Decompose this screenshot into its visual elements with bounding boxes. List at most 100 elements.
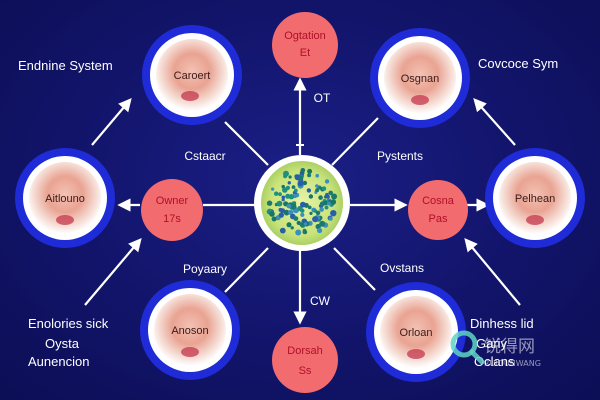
label-pystents: Pystents xyxy=(377,149,423,163)
cell-dot xyxy=(330,199,337,205)
cell-dot xyxy=(285,193,291,199)
cell-dot xyxy=(307,205,312,210)
cell-dot xyxy=(271,216,277,222)
cell-dot xyxy=(285,185,290,190)
circle-right: Pelhean xyxy=(485,148,585,248)
cell-dot xyxy=(328,190,334,196)
cell-cluster-icon xyxy=(266,168,338,236)
pill-bottom: Dorsah Ss xyxy=(272,327,338,393)
cell-dot xyxy=(327,201,331,206)
cell-dot xyxy=(293,188,298,193)
cell-dot xyxy=(278,212,284,218)
cell-dot xyxy=(308,194,314,199)
arrow-to-endocrine xyxy=(91,97,132,146)
cell-dot xyxy=(330,210,337,217)
cell-dot xyxy=(325,192,329,197)
cell-dot xyxy=(274,191,279,196)
label-coovcoce-system: Covcoce Sym xyxy=(478,56,558,71)
circle-bottom-right: Orloan xyxy=(366,282,466,382)
label-cw: CW xyxy=(310,294,331,308)
cell-dot xyxy=(271,187,275,191)
pill-left-line1: Owner xyxy=(156,195,189,207)
cell-dot xyxy=(279,227,286,234)
label-bottom-right-2: Gariy xyxy=(476,336,508,351)
label-bottom-right-1: Dinhess lid xyxy=(470,316,534,331)
pill-top-line1: Ogtation xyxy=(284,30,326,42)
cell-dot xyxy=(312,216,319,223)
watermark: 锐得网 RUIDUNWANG xyxy=(450,330,541,368)
cell-dot xyxy=(315,210,321,216)
label-poyaary: Poyaary xyxy=(183,262,227,276)
cell-dot xyxy=(323,200,329,206)
cell-dot xyxy=(269,211,275,217)
cell-dot xyxy=(315,188,320,193)
cell-dot xyxy=(286,203,292,209)
cell-dot xyxy=(280,208,286,214)
pill-right-line2: Pas xyxy=(429,213,448,225)
circle-left-label: Aitlouno xyxy=(45,193,85,205)
label-ovstans: Ovstans xyxy=(380,261,424,275)
label-endocrine-system: Endnine System xyxy=(18,58,113,73)
connector-bottom-right xyxy=(333,247,376,291)
cell-dot xyxy=(315,173,320,178)
cell-dot xyxy=(324,179,330,184)
arrow-to-bottom-left-label xyxy=(84,237,142,306)
pill-bottom-line2: Ss xyxy=(299,365,312,377)
cell-dot xyxy=(288,194,295,200)
cell-dot xyxy=(328,216,333,221)
arrow-to-coovcoce xyxy=(473,98,516,146)
cell-dot xyxy=(324,205,329,210)
outer-arrows xyxy=(84,97,521,306)
pill-top: Ogtation Et xyxy=(272,12,338,78)
cell-dot xyxy=(291,185,296,190)
circle-bottom-left: Anoson xyxy=(140,280,240,380)
cell-dot xyxy=(295,229,302,236)
pill-bottom-line1: Dorsah xyxy=(287,345,322,357)
cell-dot xyxy=(281,184,285,189)
circle-left: Aitlouno xyxy=(15,148,115,248)
circle-top-left-label: Caroert xyxy=(174,70,211,82)
pill-left-line2: 17s xyxy=(163,213,181,225)
pill-left: Owner 17s xyxy=(141,179,203,241)
cell-dot xyxy=(286,222,292,228)
cell-dot xyxy=(281,195,286,200)
label-bottom-left-3: Aunencion xyxy=(28,354,89,369)
label-cstaacr: Cstaacr xyxy=(184,149,225,163)
cell-dot xyxy=(298,175,304,181)
cell-dot xyxy=(293,216,299,222)
cell-dot xyxy=(307,168,313,174)
cell-dot xyxy=(296,220,301,225)
center-node xyxy=(254,155,350,251)
cell-dot xyxy=(321,186,327,191)
connector-top-left xyxy=(224,121,269,166)
cell-dot xyxy=(317,227,323,234)
cell-dot xyxy=(297,206,301,210)
cell-dot xyxy=(290,203,297,210)
cell-dot xyxy=(319,220,326,227)
cell-dot xyxy=(290,226,294,230)
cell-dot xyxy=(266,200,273,206)
pill-right-line1: Cosna xyxy=(422,195,455,207)
arrow-to-bottom-right-label xyxy=(464,237,521,306)
cell-dot xyxy=(300,201,306,208)
cell-dot xyxy=(318,195,323,200)
cell-dot xyxy=(283,170,289,177)
circle-bottom-right-label: Orloan xyxy=(399,327,432,339)
connector-lines xyxy=(203,77,408,325)
label-bottom-left-2: Oysta xyxy=(45,336,80,351)
connector-top-right xyxy=(331,117,379,166)
cell-dot xyxy=(281,198,285,202)
circle-top-right-label: Osgnan xyxy=(401,73,440,85)
cell-dot xyxy=(302,180,308,186)
label-or: OT xyxy=(314,91,331,105)
cell-dot xyxy=(287,181,291,185)
magnifier-logo-icon xyxy=(450,330,485,365)
cell-dot xyxy=(288,209,294,216)
circle-right-label: Pelhean xyxy=(515,193,555,205)
pill-right: Cosna Pas xyxy=(408,180,468,240)
cell-dot xyxy=(283,209,290,216)
watermark-sub: RUIDUNWANG xyxy=(484,359,541,368)
cell-dot xyxy=(319,207,324,212)
cell-dot xyxy=(300,208,305,213)
cell-dot xyxy=(315,184,319,188)
